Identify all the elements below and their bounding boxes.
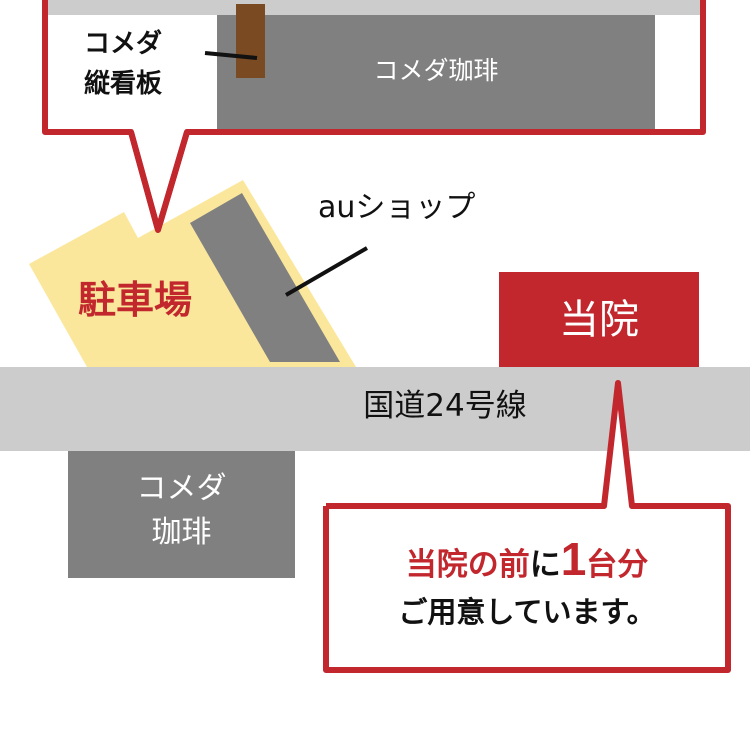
komeda-bottom-line2: 珈琲 — [151, 515, 212, 550]
komeda-bottom-label: コメダ 珈琲 — [68, 467, 295, 555]
au-shop-building — [190, 193, 340, 362]
sign-label-line2: 縦看板 — [84, 69, 163, 99]
clinic-box — [499, 272, 699, 368]
bottom-callout-text: 当院の前に1台分 ご用意しています。 — [328, 535, 726, 635]
au-shop-label: auショップ — [318, 190, 476, 225]
callout-count: 1 — [560, 533, 587, 585]
clinic-label: 当院 — [559, 297, 639, 343]
bottom-callout-border — [323, 380, 731, 673]
callout-line1: 当院の前に1台分 — [328, 535, 726, 589]
top-callout-pointer — [128, 131, 190, 233]
parking-label: 駐車場 — [78, 278, 193, 322]
au-leader-line — [284, 246, 369, 297]
callout-line2: ご用意しています。 — [398, 595, 656, 629]
callout-particle: に — [529, 547, 561, 583]
bottom-callout-fill — [326, 506, 728, 670]
komeda-bottom-line1: コメダ — [136, 471, 227, 506]
komeda-vertical-sign — [236, 4, 265, 78]
top-road-strip — [45, 0, 703, 15]
sign-leader-line — [204, 51, 258, 60]
komeda-sign-label: コメダ 縦看板 — [84, 24, 162, 104]
road-label: 国道24号線 — [363, 388, 527, 424]
komeda-bottom-building — [68, 451, 295, 578]
callout-units: 台分 — [586, 547, 649, 583]
komeda-top-building — [217, 15, 655, 132]
bottom-callout-pointer-fill — [604, 383, 632, 506]
komeda-top-store-label: コメダ珈琲 — [373, 56, 499, 85]
sign-label-line1: コメダ — [84, 29, 163, 59]
callout-front-of-clinic: 当院の前 — [405, 547, 530, 583]
